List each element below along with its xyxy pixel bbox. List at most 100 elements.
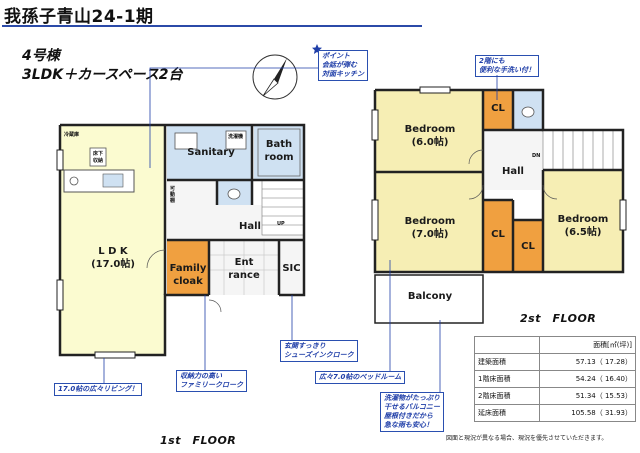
compass-icon	[252, 54, 298, 100]
washer-icon	[225, 130, 247, 150]
closet-2-label: CL	[491, 229, 505, 240]
stairs-up-label: UP	[277, 221, 285, 227]
area-value: 105.58（ 31.93）	[539, 404, 636, 422]
floor-storage	[89, 147, 107, 167]
area-label: 1階床面積	[474, 370, 540, 388]
ldk-label: L D K (17.0帖)	[78, 245, 148, 271]
table-row: 2階床面積 51.34（ 15.53）	[474, 387, 636, 405]
area-value: 54.24（ 16.40）	[539, 370, 636, 388]
floor-storage-line-2: 収納	[93, 158, 104, 164]
stove-icon	[69, 176, 79, 186]
balcony-area	[374, 274, 484, 324]
area-value: 51.34（ 15.53）	[539, 387, 636, 405]
sink-icon	[102, 173, 124, 188]
table-row: 延床面積 105.58（ 31.93）	[474, 404, 636, 422]
kitchen-callout: ポイント 会話が弾む 対面キッチン	[318, 50, 368, 81]
hall-1f-label: Hall	[239, 221, 261, 232]
entrance-line-1: Ent	[234, 257, 254, 268]
bedroom-b-area	[375, 172, 483, 272]
closet-3-label: CL	[521, 241, 535, 252]
family-cloak-callout-line-1: 収納力の高い	[180, 372, 222, 380]
hall-area	[167, 180, 217, 240]
family-cloak-callout-line-2: ファミリークローク	[180, 381, 243, 389]
layout-type: 3LDK＋カースペース2台	[22, 67, 183, 83]
second-floor-label: 2st FLOOR	[520, 312, 597, 325]
hall-2f-label: Hall	[502, 166, 524, 177]
family-cloak-line-2: cloak	[173, 276, 203, 287]
closet-3-area	[513, 220, 543, 272]
family-cloak-callout: 収納力の高い ファミリークローク	[176, 370, 247, 392]
area-table: 面積[㎡(坪)] 建築面積 57.13（ 17.28） 1階床面積 54.24（…	[474, 336, 636, 422]
sink-callout-line-1: 2階にも	[479, 57, 505, 65]
area-label: 延床面積	[474, 404, 540, 422]
kitchen-callout-line-1: ポイント	[322, 52, 350, 60]
sanitary-label: Sanitary	[187, 147, 235, 158]
sic-area	[279, 240, 304, 295]
balcony-callout-line-3: 屋根付きだから	[384, 412, 433, 420]
stairs-down-label: DN	[532, 153, 541, 159]
bedroom-c-area	[543, 170, 623, 272]
balcony-callout-line-1: 洗濯物がたっぷり	[384, 394, 440, 402]
washer-label: 洗濯機	[228, 134, 244, 140]
sic-label: SIC	[282, 263, 301, 274]
balcony-callout-line-4: 急な雨も安心！	[384, 421, 433, 429]
staircase-2f	[542, 129, 624, 171]
bedroom-callout: 広々7.0帖のベッドルーム	[315, 371, 406, 384]
bathroom-line-2: room	[264, 152, 294, 163]
family-cloak-label: Family cloak	[167, 262, 209, 288]
table-row: 1階床面積 54.24（ 16.40）	[474, 370, 636, 388]
bedroom-b-label: Bedroom (7.0帖)	[395, 215, 465, 241]
area-table-header-row: 面積[㎡(坪)]	[474, 336, 636, 354]
living-callout: 17.0帖の広々リビング！	[54, 383, 143, 396]
bathroom-line-1: Bath	[265, 139, 293, 150]
closet-2-area	[483, 200, 513, 272]
area-table-header: 面積[㎡(坪)]	[539, 336, 636, 354]
entrance-label: Ent rance	[222, 256, 266, 282]
pantry-line-3: 棚	[170, 198, 176, 204]
bedroom-a-size: (6.0帖)	[411, 137, 449, 148]
pantry-label: 可 動 棚	[170, 186, 175, 204]
pantry-line-1: 可	[170, 186, 176, 192]
shoes-callout-line-1: 玄関すっきり	[284, 342, 326, 350]
toilet-2f-icon	[521, 106, 535, 118]
page-title: 我孫子青山24-1期	[4, 7, 154, 27]
table-row: 建築面積 57.13（ 17.28）	[474, 353, 636, 371]
bedroom-a-name: Bedroom	[404, 124, 456, 135]
family-cloak-area	[167, 240, 209, 295]
area-table-header-empty	[474, 336, 540, 354]
entrance-line-2: rance	[228, 270, 260, 281]
shoes-callout: 玄関すっきり シューズインクローク	[280, 340, 358, 362]
area-value: 57.13（ 17.28）	[539, 353, 636, 371]
bathroom-label: Bath room	[257, 138, 301, 164]
family-cloak-line-1: Family	[169, 263, 207, 274]
fridge-label: 冷蔵庫	[64, 132, 80, 138]
title-underline	[2, 25, 422, 27]
closet-1-area	[483, 90, 513, 130]
bedroom-a-area	[375, 90, 483, 172]
hall-2f-area	[483, 130, 543, 190]
bathroom-area	[254, 125, 304, 180]
sink-callout: 2階にも 便利な手洗い付！	[475, 55, 539, 77]
ldk-name: L D K	[98, 246, 128, 257]
bedroom-c-name: Bedroom	[557, 214, 609, 225]
bedroom-b-size: (7.0帖)	[411, 229, 449, 240]
area-label: 建築面積	[474, 353, 540, 371]
closet-1-label: CL	[491, 103, 505, 114]
area-label: 2階床面積	[474, 387, 540, 405]
kitchen-callout-line-3: 対面キッチン	[322, 70, 364, 78]
bedroom-a-label: Bedroom (6.0帖)	[395, 123, 465, 149]
floor-storage-label: 床下 収納	[93, 150, 103, 164]
disclaimer-note: 図面と現況が異なる場合、現況を優先させていただきます。	[446, 435, 608, 442]
kitchen-callout-line-2: 会話が弾む	[322, 61, 357, 69]
balcony-callout: 洗濯物がたっぷり 干せるバルコニー 屋根付きだから 急な雨も安心！	[380, 392, 444, 432]
bedroom-c-label: Bedroom (6.5帖)	[548, 213, 618, 239]
sink-callout-line-2: 便利な手洗い付！	[479, 66, 535, 74]
pantry-line-2: 動	[170, 192, 176, 198]
first-floor-label: 1st FLOOR	[160, 434, 237, 447]
toilet-icon	[227, 188, 241, 200]
staircase-1f	[261, 179, 305, 236]
shoes-callout-line-2: シューズインクローク	[284, 351, 354, 359]
